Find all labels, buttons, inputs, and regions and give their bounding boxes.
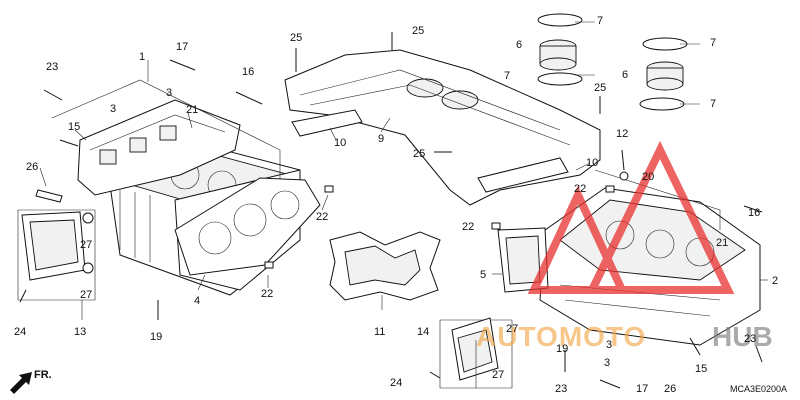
callout-15-left: 15 xyxy=(68,121,80,133)
bolts-left xyxy=(19,59,263,320)
callout-4: 4 xyxy=(194,295,200,307)
callout-13: 13 xyxy=(74,326,86,338)
callout-16-left: 16 xyxy=(242,66,254,78)
callout-17-left: 17 xyxy=(176,41,188,53)
callout-7-c: 7 xyxy=(710,37,716,49)
front-direction-label: FR. xyxy=(34,369,52,381)
callout-25-a: 25 xyxy=(290,32,302,44)
callout-21-right: 21 xyxy=(716,237,728,249)
intake-gasket-upper xyxy=(291,109,363,137)
callout-25-b: 25 xyxy=(412,25,424,37)
callout-10-left: 10 xyxy=(334,137,346,149)
callout-7-a: 7 xyxy=(597,15,603,27)
intake-manifold xyxy=(284,49,601,206)
front-direction-arrow: FR. xyxy=(10,369,52,394)
callout-3d: 3 xyxy=(604,357,610,369)
callout-27-right-lower: 27 xyxy=(492,369,504,381)
callout-3a: 3 xyxy=(166,87,172,99)
callout-25-d: 25 xyxy=(594,82,606,94)
callout-5: 5 xyxy=(480,269,486,281)
diagram-code: MCA3E0200A xyxy=(730,384,787,394)
callout-20: 20 xyxy=(642,171,654,183)
callout-16-right: 16 xyxy=(748,207,760,219)
callout-2: 2 xyxy=(772,275,778,287)
callout-27-left-upper: 27 xyxy=(80,239,92,251)
callout-14: 14 xyxy=(417,326,429,338)
callouts: 23 1 17 16 3 3 21 15 26 27 27 24 13 19 4… xyxy=(14,15,778,395)
callout-23-right-bottom: 23 xyxy=(555,383,567,395)
callout-19-right: 19 xyxy=(556,343,568,355)
bolts-25 xyxy=(295,32,601,153)
callout-27-right-upper: 27 xyxy=(506,323,518,335)
head-gasket-4 xyxy=(174,177,321,276)
callout-22-right-upper: 22 xyxy=(574,183,586,195)
callout-25-c: 25 xyxy=(413,148,425,160)
watermark: AUTOMOTO HUB xyxy=(476,140,773,352)
side-cover-left xyxy=(21,211,94,281)
callout-26-right: 26 xyxy=(664,383,676,395)
gasket-5 xyxy=(497,227,549,293)
watermark-brand-left: AUTOMOTO xyxy=(476,321,646,352)
callout-22-right-lower: 22 xyxy=(462,221,474,233)
bolts-right xyxy=(429,149,763,389)
spark-plug-left xyxy=(35,189,63,203)
callout-6-a: 6 xyxy=(516,39,522,51)
callout-12: 12 xyxy=(616,128,628,140)
callout-3c: 3 xyxy=(606,339,612,351)
intake-gasket-lower xyxy=(477,157,569,193)
callout-21-left: 21 xyxy=(186,104,198,116)
callout-7-d: 7 xyxy=(710,98,716,110)
callout-22-left-lower: 22 xyxy=(261,288,273,300)
watermark-triangle-right xyxy=(585,140,735,294)
callout-22-left-upper: 22 xyxy=(316,211,328,223)
callout-23-left-top: 23 xyxy=(46,61,58,73)
clamp-set-1 xyxy=(537,13,583,86)
callout-10-right: 10 xyxy=(586,157,598,169)
clamp-set-2 xyxy=(639,37,688,111)
callout-3b: 3 xyxy=(110,103,116,115)
callout-11: 11 xyxy=(374,326,385,338)
callout-23-right: 23 xyxy=(744,333,756,345)
callout-9: 9 xyxy=(378,133,384,145)
callout-24-right: 24 xyxy=(390,377,402,389)
callout-7-b: 7 xyxy=(504,70,510,82)
callout-1: 1 xyxy=(139,51,145,63)
callout-24-left: 24 xyxy=(14,326,26,338)
side-cover-right xyxy=(451,317,499,381)
callout-26-left: 26 xyxy=(26,161,38,173)
callout-6-b: 6 xyxy=(622,69,628,81)
dowels xyxy=(264,171,629,269)
head-cover-1 xyxy=(77,99,241,196)
callout-17-right: 17 xyxy=(636,383,648,395)
callout-15-right: 15 xyxy=(695,363,707,375)
watermark-brand-right: HUB xyxy=(712,321,773,352)
callout-19-left: 19 xyxy=(150,331,162,343)
watermark-triangle-left xyxy=(527,185,629,294)
plate-gasket-11 xyxy=(329,231,441,301)
callout-27-left-lower: 27 xyxy=(80,289,92,301)
